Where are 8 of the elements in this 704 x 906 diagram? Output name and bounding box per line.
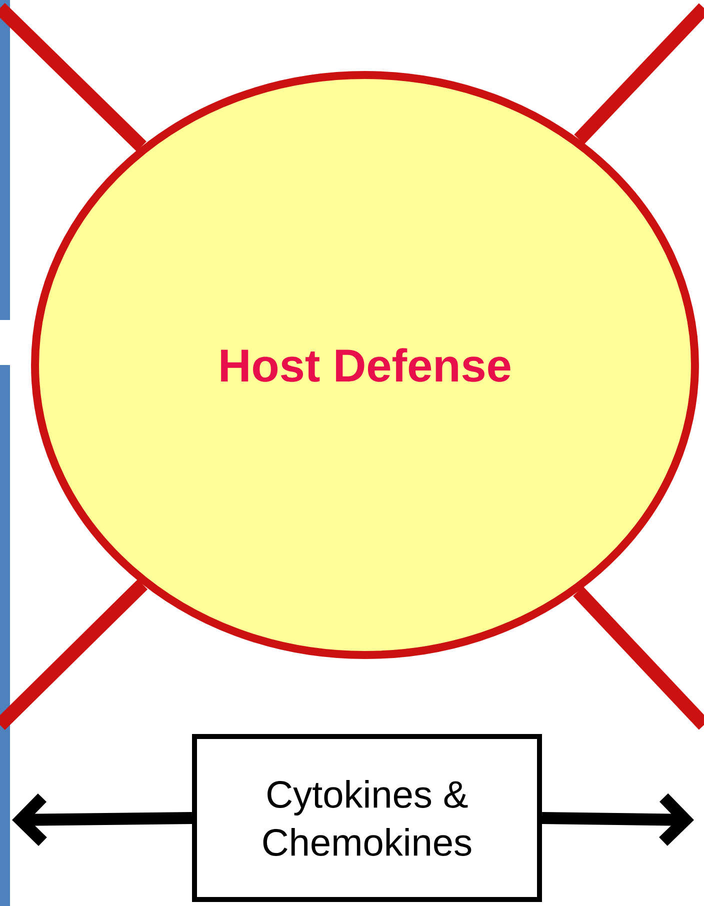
- text-box: Cytokines & Chemokines: [192, 734, 542, 902]
- connector-line: [574, 3, 704, 144]
- arrow: [12, 793, 192, 846]
- connector-line: [0, 3, 146, 152]
- arrow: [542, 793, 694, 846]
- ellipse-node: Host Defense: [31, 71, 699, 659]
- connector-line: [0, 579, 148, 730]
- connector-line: [573, 586, 704, 730]
